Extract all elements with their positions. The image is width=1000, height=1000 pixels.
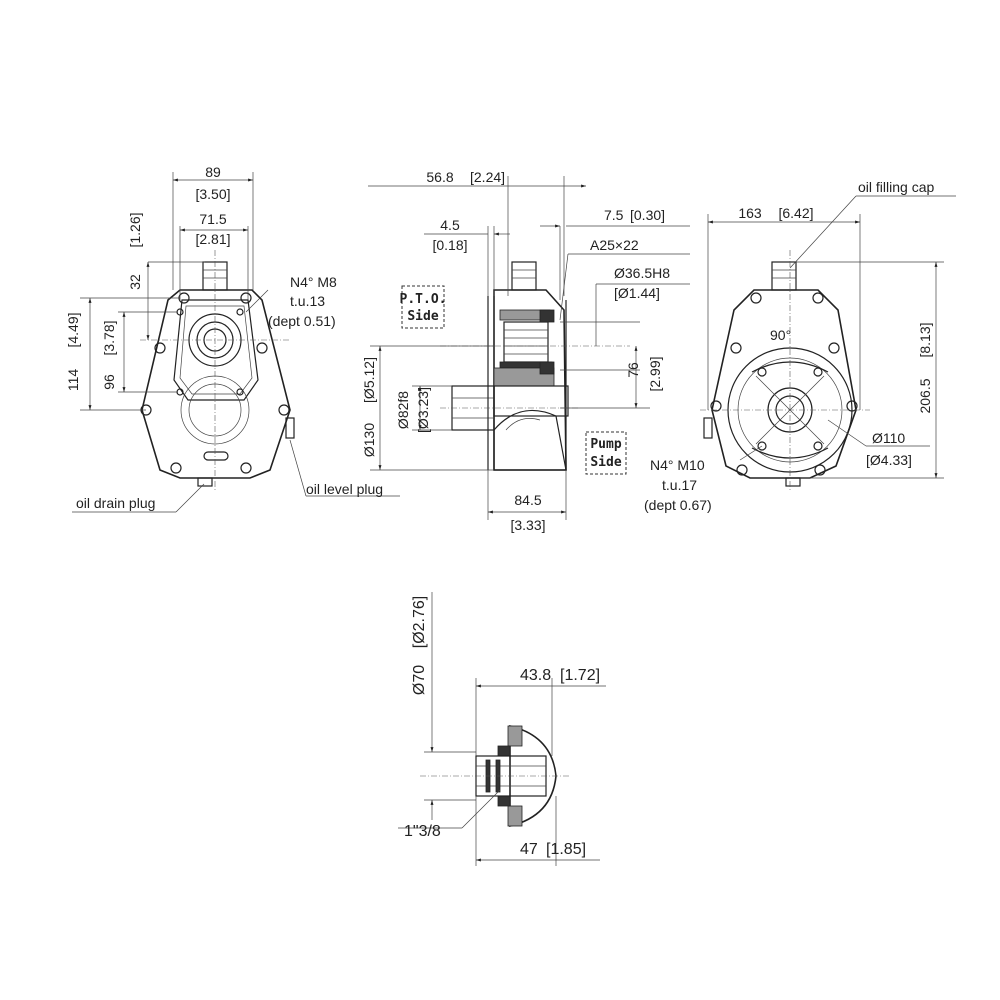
dim-96: 96 xyxy=(101,374,117,390)
dim-130: Ø130 xyxy=(361,423,377,457)
side-view: 56.8 [2.24] 4.5 [0.18] 7.5 [0.30] A25×22… xyxy=(361,169,690,533)
dim-89-in: [3.50] xyxy=(195,186,230,202)
dim-96-in: [3.78] xyxy=(101,320,117,355)
dim-84-5: 84.5 xyxy=(514,492,541,508)
pump-side-label-2: Side xyxy=(590,455,621,470)
rear-bolts xyxy=(710,292,858,476)
dim-76-in: [2.99] xyxy=(647,356,663,391)
dim-163-in: [6.42] xyxy=(778,205,813,221)
dim-47-in: [1.85] xyxy=(546,841,586,858)
detail-view: Ø70 [Ø2.76] 43.8 [1.72] 47 [1.85] 1"3/8 xyxy=(398,592,606,866)
bore-label: Ø36.5H8 xyxy=(614,265,670,281)
oil-level-plug-shape xyxy=(285,417,295,439)
dim-47: 47 xyxy=(520,841,538,858)
dim-89: 89 xyxy=(205,164,221,180)
dim-82: Ø82f8 xyxy=(395,391,411,429)
dim-76: 76 xyxy=(625,362,641,378)
front-holes-label-3: (dept 0.51) xyxy=(268,313,336,329)
pto-side-box xyxy=(401,285,445,329)
oil-drain-plug-label: oil drain plug xyxy=(76,495,155,511)
pto-side-label-2: Side xyxy=(407,309,438,324)
rear-view: 90° 163 [6.42] 206.5 [8.13] oil filling … xyxy=(644,179,956,513)
dim-43-8: 43.8 xyxy=(520,667,551,684)
dim-110-in: [Ø4.33] xyxy=(866,452,912,468)
dim-114: 114 xyxy=(65,369,81,392)
rear-holes-label-2: t.u.17 xyxy=(662,477,697,493)
front-view: 89 [3.50] 71.5 [2.81] 32 [1.26] 114 [4.4… xyxy=(65,164,400,513)
dim-206-5: 206.5 xyxy=(917,378,933,413)
dim-206-5-in: [8.13] xyxy=(917,322,933,357)
thread-label: 1"3/8 xyxy=(404,823,441,840)
front-holes-label-1: N4° M8 xyxy=(290,274,337,290)
pump-side-label-1: Pump xyxy=(590,437,621,452)
dim-71-5-in: [2.81] xyxy=(195,231,230,247)
spline-label: A25×22 xyxy=(590,237,639,253)
dim-43-8-in: [1.72] xyxy=(560,667,600,684)
pto-side-label-1: P.T.O. xyxy=(400,292,447,307)
rear-holes-label-1: N4° M10 xyxy=(650,457,705,473)
dim-70: Ø70 xyxy=(411,665,428,695)
dim-163: 163 xyxy=(738,205,762,221)
pump-side-box xyxy=(585,431,627,475)
dim-56-8-in: [2.24] xyxy=(470,169,505,185)
dim-7-5-in: [0.30] xyxy=(630,207,665,223)
dim-32: 32 xyxy=(127,274,143,290)
oil-filling-cap-label: oil filling cap xyxy=(858,179,934,195)
dim-4-5: 4.5 xyxy=(440,217,460,233)
dim-7-5: 7.5 xyxy=(604,207,624,223)
dim-71-5: 71.5 xyxy=(199,211,226,227)
dim-82-in: [Ø3.23] xyxy=(415,387,431,433)
dim-32-in: [1.26] xyxy=(127,212,143,247)
dim-114-in: [4.49] xyxy=(65,312,81,347)
dim-56-8: 56.8 xyxy=(426,169,453,185)
rear-holes-label-3: (dept 0.67) xyxy=(644,497,712,513)
oil-filling-cap-shape xyxy=(771,261,797,291)
rear-angle: 90° xyxy=(770,327,791,343)
dim-110: Ø110 xyxy=(872,430,905,446)
dim-84-5-in: [3.33] xyxy=(510,517,545,533)
front-holes-label-2: t.u.13 xyxy=(290,293,325,309)
bore-label-in: [Ø1.44] xyxy=(614,285,660,301)
dim-70-in: [Ø2.76] xyxy=(411,596,428,648)
dim-130-in: [Ø5.12] xyxy=(361,357,377,403)
dim-4-5-in: [0.18] xyxy=(432,237,467,253)
oil-level-plug-label: oil level plug xyxy=(306,481,383,497)
